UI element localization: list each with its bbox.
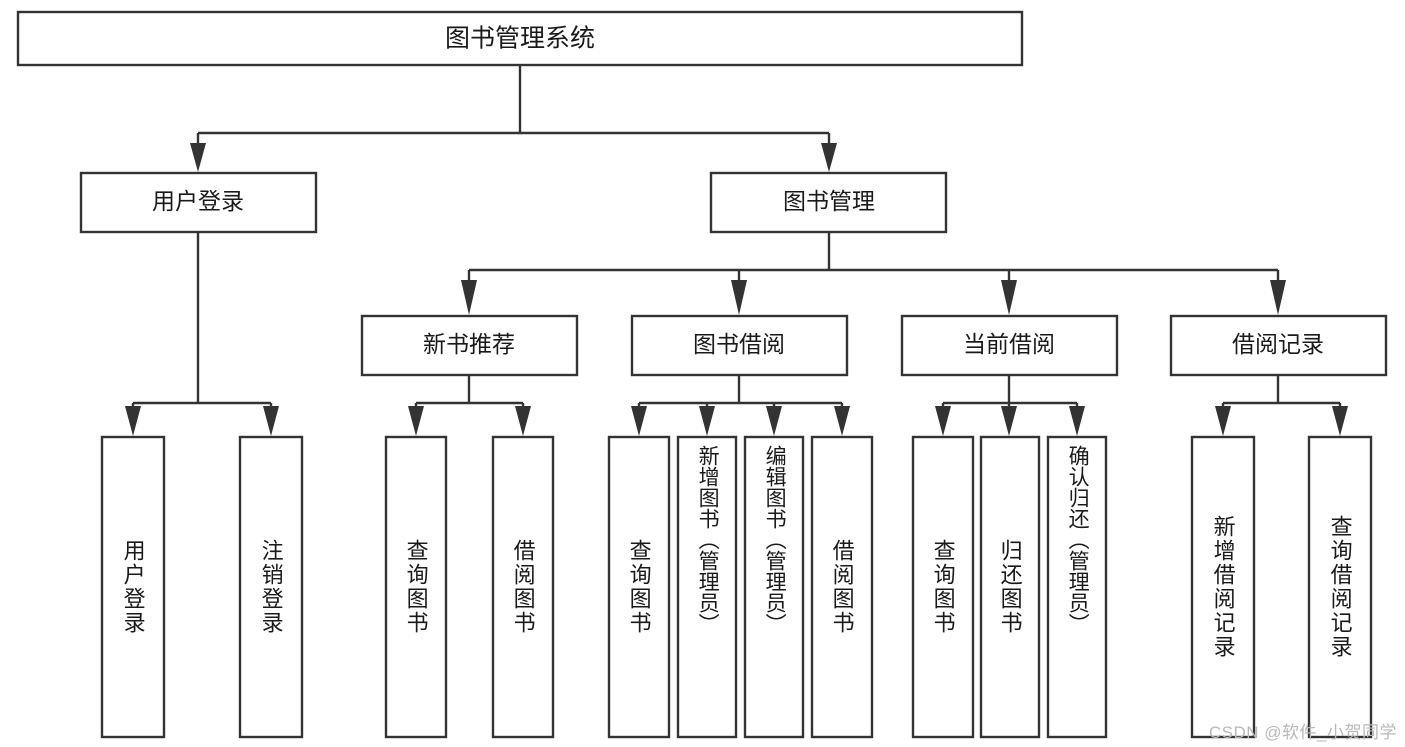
- new-book-recommend-box[interactable]: [360, 314, 579, 377]
- root-label: 图书管理系统: [445, 25, 595, 53]
- csdn-watermark: CSDN @软件_小贺同学: [1208, 723, 1397, 742]
- borrow-record-box[interactable]: [1169, 314, 1388, 377]
- node-user-login[interactable]: 用户登录: [79, 171, 318, 234]
- leaf-add-book-box[interactable]: [676, 435, 738, 739]
- leaf-query-book-3-box[interactable]: [911, 435, 975, 739]
- arrow-to-leaf-borrow-book-1: [515, 406, 531, 436]
- arrow-to-leaf-edit-book: [766, 406, 782, 436]
- book-manage-box[interactable]: [709, 171, 948, 234]
- arrow-to-leaf-add-record: [1215, 406, 1231, 436]
- leaf-edit-book-box[interactable]: [743, 435, 805, 739]
- root-box[interactable]: [16, 10, 1024, 67]
- leaf-confirm-return-box[interactable]: [1046, 435, 1108, 739]
- connector-group: [125, 65, 1348, 436]
- new-book-recommend-label: 新书推荐: [423, 331, 515, 357]
- user-login-box[interactable]: [79, 171, 318, 234]
- arrow-to-borrow-record: [1270, 280, 1286, 315]
- book-manage-label: 图书管理: [783, 188, 875, 214]
- user-login-label: 用户登录: [152, 188, 244, 214]
- arrow-to-leaf-borrow-book-2: [834, 406, 850, 436]
- node-borrow-record[interactable]: 借阅记录: [1169, 314, 1388, 377]
- borrow-record-label: 借阅记录: [1232, 331, 1324, 357]
- arrow-to-leaf-query-record: [1332, 406, 1348, 436]
- leaf-borrow-book-2-box[interactable]: [810, 435, 874, 739]
- arrow-to-new-book-recommend: [461, 280, 477, 315]
- node-new-book-recommend[interactable]: 新书推荐: [360, 314, 579, 377]
- leaf-user-login-box[interactable]: [100, 435, 166, 739]
- leaf-borrow-book-1-box[interactable]: [491, 435, 555, 739]
- leaf-query-book-2-box[interactable]: [607, 435, 671, 739]
- arrow-to-current-borrow: [1001, 280, 1017, 315]
- current-borrow-label: 当前借阅: [963, 331, 1055, 357]
- arrow-to-leaf-add-book: [699, 406, 715, 436]
- arrow-to-leaf-logout-login: [263, 406, 279, 436]
- arrow-to-leaf-query-book-1: [408, 406, 424, 436]
- node-book-manage[interactable]: 图书管理: [709, 171, 948, 234]
- leaf-logout-login-box[interactable]: [238, 435, 304, 739]
- arrow-to-book-borrow: [731, 280, 747, 315]
- node-book-borrow[interactable]: 图书借阅: [630, 314, 849, 377]
- arrow-to-book-manage: [821, 143, 837, 172]
- arrow-to-leaf-query-book-2: [631, 406, 647, 436]
- leaf-add-record-box[interactable]: [1190, 435, 1256, 739]
- book-borrow-box[interactable]: [630, 314, 849, 377]
- book-borrow-label: 图书借阅: [693, 331, 785, 357]
- arrow-to-user-login: [190, 143, 206, 172]
- arrow-to-leaf-user-login: [125, 406, 141, 436]
- leaf-query-record-box[interactable]: [1307, 435, 1373, 739]
- arrow-to-leaf-query-book-3: [935, 406, 951, 436]
- arrow-to-leaf-confirm-return: [1069, 406, 1085, 436]
- leaf-box-group: [100, 435, 1373, 739]
- node-root[interactable]: 图书管理系统: [16, 10, 1024, 67]
- leaf-query-book-1-box[interactable]: [384, 435, 448, 739]
- arrow-to-leaf-return-book: [1001, 406, 1017, 436]
- current-borrow-box[interactable]: [900, 314, 1119, 377]
- node-current-borrow[interactable]: 当前借阅: [900, 314, 1119, 377]
- leaf-return-book-box[interactable]: [979, 435, 1041, 739]
